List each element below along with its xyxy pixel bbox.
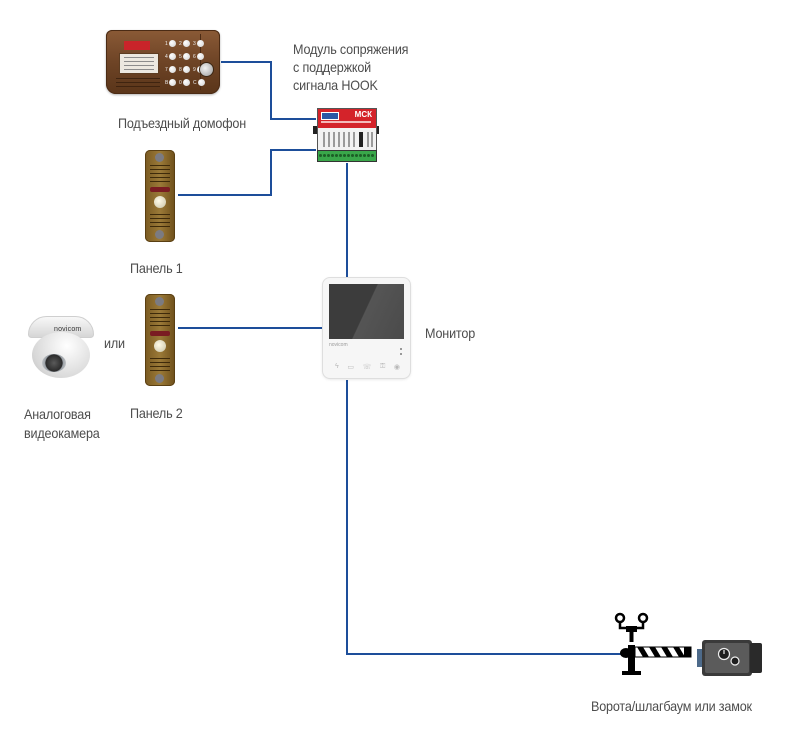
barrier-gate-icon <box>614 612 692 675</box>
wire-panel1-module <box>178 149 316 196</box>
wire-intercom-module <box>221 61 316 120</box>
camera-lens-icon <box>42 354 66 372</box>
module-logo <box>321 112 339 120</box>
panel-mic-grill <box>150 358 170 374</box>
electric-lock-icon <box>697 640 762 676</box>
door-panel-2-device <box>145 294 175 386</box>
keypad-key: 7 <box>165 64 179 75</box>
module-name: МСК <box>354 110 372 119</box>
monitor-brand: novicom <box>329 342 348 348</box>
module-top-cover: МСК <box>317 108 377 130</box>
keypad-key: 6 <box>193 51 207 62</box>
monitor-screen <box>329 284 404 339</box>
intercom-speaker-grill <box>116 78 160 90</box>
call-button-icon <box>154 196 166 208</box>
monitor-button-icon: ☏ <box>362 364 372 371</box>
video-monitor-device: novicom ϟ ▭ ☏ ⚿ ◉ <box>323 278 410 378</box>
panel-1-label: Панель 1 <box>130 260 183 276</box>
panel-brand-badge <box>150 187 170 192</box>
panel-mic-grill <box>150 214 170 230</box>
panel-screw <box>155 230 164 239</box>
panel-screw <box>155 297 164 306</box>
gate-label: Ворота/шлагбаум или замок <box>591 698 752 714</box>
panel-screw <box>155 153 164 162</box>
module-label-line-3: сигнала HOOK <box>293 77 378 93</box>
key-reader-icon <box>199 62 214 77</box>
keypad-key: 2 <box>179 38 193 49</box>
panel-speaker-grill <box>150 309 170 329</box>
monitor-indicator-dots <box>400 348 402 358</box>
module-label-panel <box>317 128 377 151</box>
keypad-key: 4 <box>165 51 179 62</box>
intercom-display <box>124 41 150 50</box>
keypad-key: 3 <box>193 38 207 49</box>
monitor-button-icon: ▭ <box>347 364 354 371</box>
keypad-key: 1 <box>165 38 179 49</box>
keypad-key: C <box>193 77 207 88</box>
interface-module-device: МСК <box>313 108 379 162</box>
keypad-key: 5 <box>179 51 193 62</box>
or-label: или <box>104 335 125 351</box>
monitor-label: Монитор <box>425 325 476 341</box>
analog-camera-device: novicom <box>22 316 96 380</box>
door-panel-1-device <box>145 150 175 242</box>
panel-screw <box>155 374 164 383</box>
panel-speaker-grill <box>150 165 170 185</box>
camera-label-line-1: Аналоговая <box>24 406 91 422</box>
module-terminal-block <box>317 150 377 162</box>
monitor-button-icon: ⚿ <box>379 363 386 370</box>
intercom-info-card <box>119 53 159 74</box>
module-subtitle-strip <box>321 121 371 123</box>
module-label-line-2: с поддержкой <box>293 59 372 75</box>
wire-monitor-gate <box>346 380 622 655</box>
module-label-line-1: Модуль сопряжения <box>293 41 409 57</box>
module-mount-ear <box>313 126 317 134</box>
panel-2-label: Панель 2 <box>130 405 183 421</box>
camera-brand: novicom <box>54 326 82 333</box>
monitor-button-icon: ϟ <box>335 363 339 370</box>
intercom-label: Подъездный домофон <box>118 115 246 131</box>
keypad-key: 0 <box>179 77 193 88</box>
monitor-button-row: ϟ ▭ ☏ ⚿ ◉ <box>335 363 400 371</box>
camera-label-line-2: видеокамера <box>24 425 100 441</box>
keypad-key: 8 <box>179 64 193 75</box>
call-button-icon <box>154 340 166 352</box>
monitor-button-icon: ◉ <box>393 364 400 371</box>
module-mount-ear <box>375 126 379 134</box>
entrance-intercom-device: 1 2 3 4 5 6 7 8 9 B 0 C <box>106 30 220 94</box>
panel-brand-badge <box>150 331 170 336</box>
keypad-key: B <box>165 77 179 88</box>
intercom-divider <box>200 34 201 90</box>
